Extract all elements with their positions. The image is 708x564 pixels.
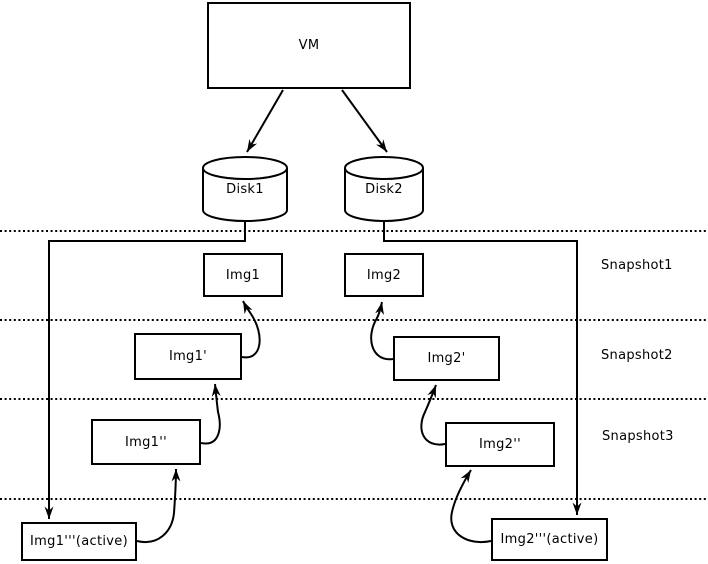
disk2-to-img2ppp-arrow [383,221,582,515]
img2-double-prime-node: Img2'' [445,422,555,467]
img1-prime-node: Img1' [134,333,242,380]
disk1-cylinder-top-arc [202,167,288,181]
disk1-to-img1ppp-arrow [44,221,246,519]
vm-to-disk1-arrow [246,89,284,153]
img2-node: Img2 [344,253,424,297]
snapshot2-label: Snapshot2 [601,348,673,363]
img1-node: Img1 [203,253,283,297]
disk1-cylinder [202,155,288,223]
img2pp-to-img2p-arrow [420,384,446,446]
disk2-cylinder-body [344,155,424,223]
snapshot1-label: Snapshot1 [601,258,673,273]
disk1-cylinder-body [202,155,288,223]
img1ppp-to-img1pp-arrow [136,468,181,544]
disk2-cylinder [344,155,424,223]
img1p-to-img1-arrow [241,300,261,359]
img1pp-to-img1p-arrow [200,383,221,445]
disk2-label: Disk2 [365,182,403,197]
vm-to-disk2-arrow [341,89,388,153]
vm-node: VM [207,2,411,89]
disk1-label: Disk1 [226,182,264,197]
img2p-to-img2-arrow [370,301,394,361]
disk2-cylinder-top-arc [344,167,424,181]
snapshot3-label: Snapshot3 [602,429,674,444]
img1-active-node: Img1'''(active) [21,522,137,561]
img2-active-node: Img2'''(active) [491,518,608,561]
img2ppp-to-img2pp-arrow [450,469,492,544]
img1-double-prime-node: Img1'' [91,419,201,465]
img2-prime-node: Img2' [393,336,500,381]
